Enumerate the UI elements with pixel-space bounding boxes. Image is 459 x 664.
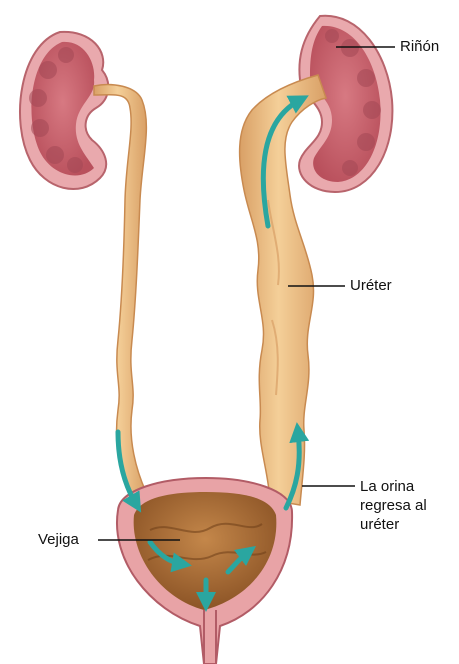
kidney-label: Riñón bbox=[400, 37, 439, 56]
bladder-label: Vejiga bbox=[38, 530, 79, 549]
reflux-label-line-2: regresa al bbox=[360, 496, 450, 515]
right-kidney bbox=[299, 16, 392, 192]
reflux-label-line-3: uréter bbox=[360, 515, 450, 534]
left-kidney bbox=[20, 32, 108, 189]
bladder bbox=[117, 478, 292, 664]
right-ureter bbox=[240, 75, 326, 505]
ureter-label: Uréter bbox=[350, 276, 392, 295]
reflux-label-line-1: La orina bbox=[360, 477, 450, 496]
reflux-label: La orina regresa al uréter bbox=[360, 477, 450, 534]
